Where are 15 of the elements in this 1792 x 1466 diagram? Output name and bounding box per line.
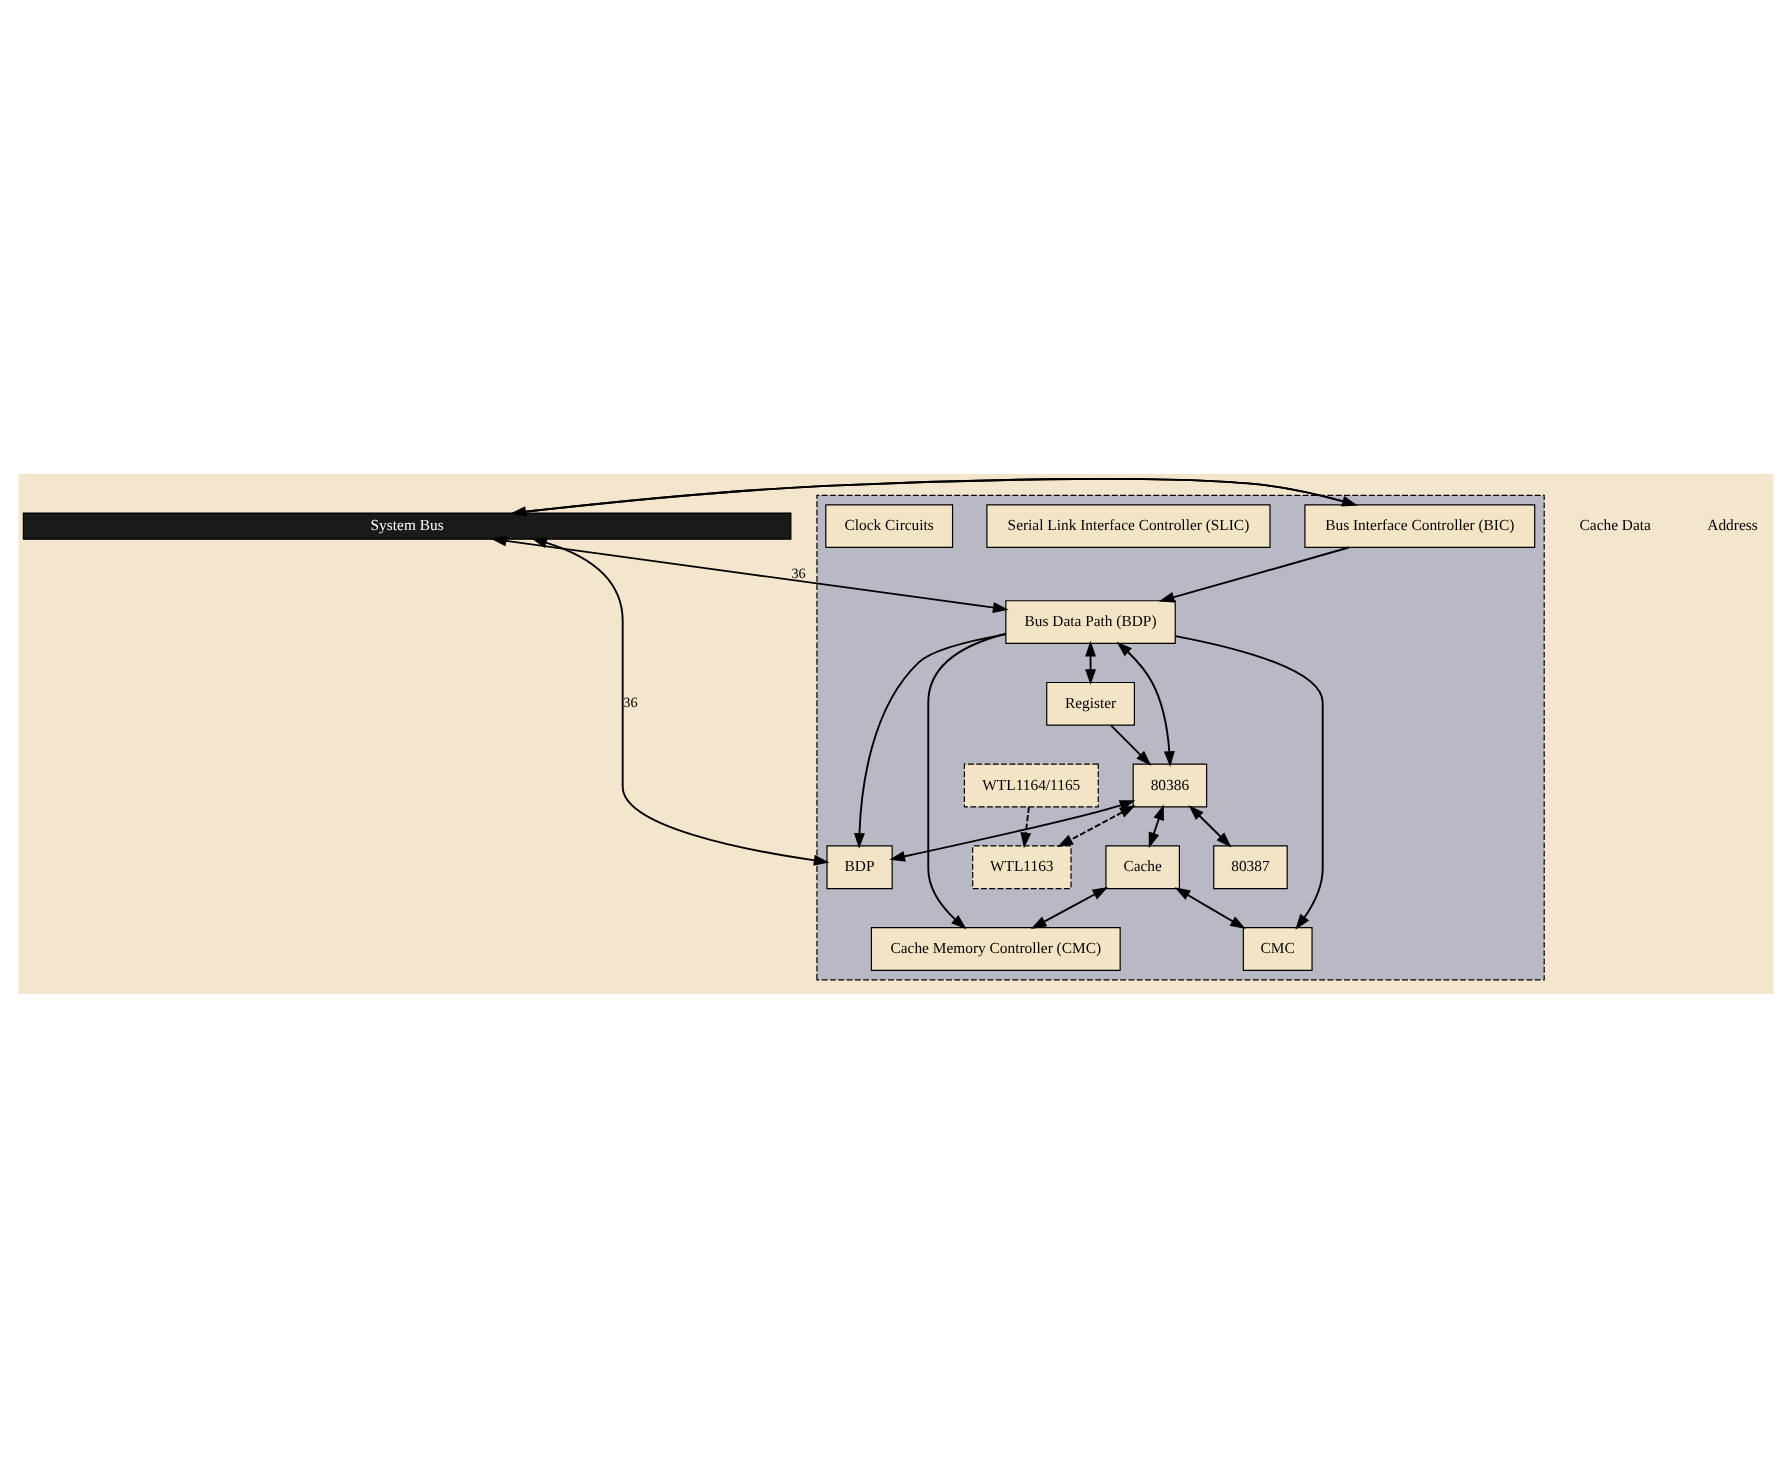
arrow (853, 632, 1007, 848)
arrow (1020, 805, 1032, 848)
arrow (1110, 723, 1152, 765)
arrow (1116, 640, 1175, 766)
arrow (1174, 634, 1324, 929)
arrow (1158, 545, 1350, 602)
arrow (1188, 804, 1232, 847)
arrow (531, 536, 830, 865)
arrow (1148, 803, 1164, 848)
arrow (927, 631, 1007, 929)
arrow (1030, 886, 1109, 928)
arrow (490, 534, 1009, 612)
arrow (889, 799, 1136, 861)
arrow (1057, 804, 1136, 847)
arrow (1174, 886, 1246, 929)
